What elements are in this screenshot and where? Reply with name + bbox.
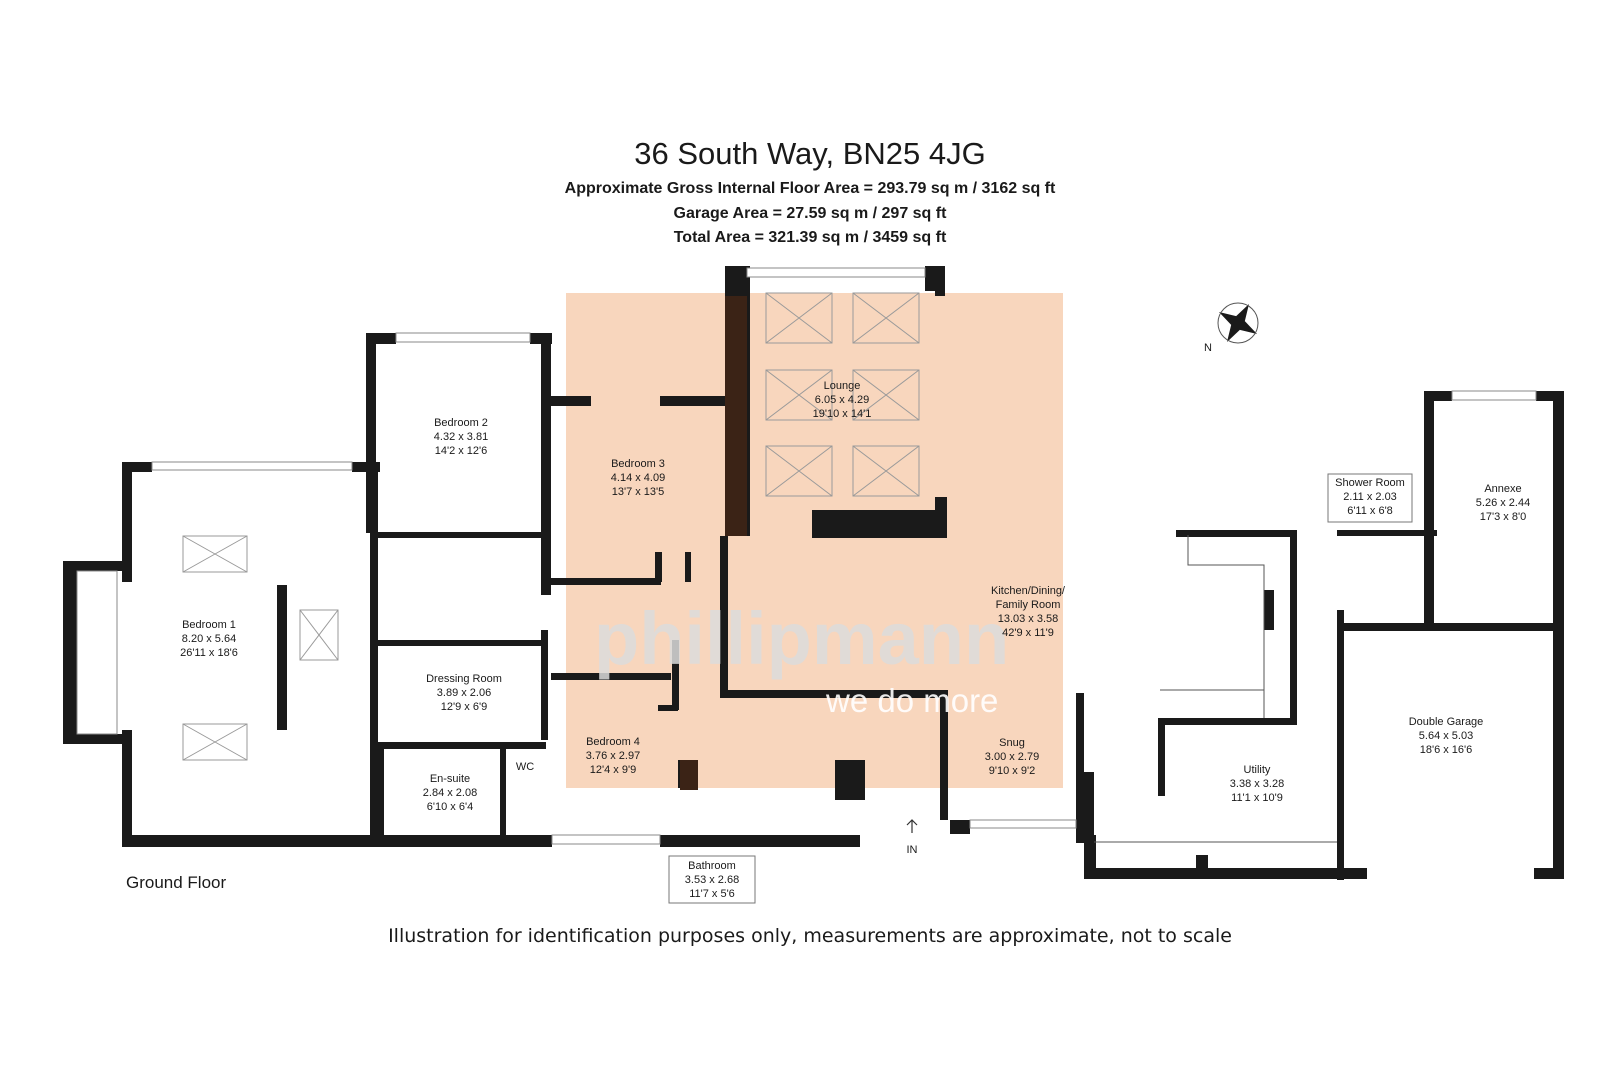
room-metric: 3.00 x 2.79 <box>985 751 1039 763</box>
room-bedroom-4: Bedroom 4 3.76 x 2.97 12'4 x 9'9 <box>586 736 640 776</box>
room-imperial: 17'3 x 8'0 <box>1480 511 1526 523</box>
room-dressing-room: Dressing Room 3.89 x 2.06 12'9 x 6'9 <box>426 673 502 713</box>
room-double-garage: Double Garage 5.64 x 5.03 18'6 x 16'6 <box>1409 716 1484 756</box>
entrance-label: IN <box>907 844 918 856</box>
room-name: Shower Room <box>1335 477 1405 489</box>
garage-area-text: Garage Area = 27.59 sq m / 297 sq ft <box>673 205 947 222</box>
room-bathroom: Bathroom 3.53 x 2.68 11'7 x 5'6 <box>685 860 739 900</box>
room-name: Bedroom 4 <box>586 736 640 748</box>
room-snug: Snug 3.00 x 2.79 9'10 x 9'2 <box>985 737 1039 777</box>
room-metric: 4.32 x 3.81 <box>434 431 488 443</box>
room-imperial: 13'7 x 13'5 <box>612 486 665 498</box>
room-bedroom-1: Bedroom 1 8.20 x 5.64 26'11 x 18'6 <box>180 619 238 659</box>
room-name: Bedroom 2 <box>434 417 488 429</box>
room-imperial: 11'7 x 5'6 <box>689 888 735 900</box>
highlight-region <box>566 293 1063 788</box>
room-imperial: 42'9 x 11'9 <box>1002 627 1054 639</box>
room-wc: WC <box>516 761 534 773</box>
room-lounge: Lounge 6.05 x 4.29 19'10 x 14'1 <box>813 380 872 420</box>
room-imperial: 6'11 x 6'8 <box>1347 505 1393 517</box>
room-name: Annexe <box>1484 483 1521 495</box>
room-imperial: 26'11 x 18'6 <box>180 647 238 659</box>
room-name: En-suite <box>430 773 470 785</box>
entrance-arrow-icon <box>906 819 918 833</box>
room-metric: 3.76 x 2.97 <box>586 750 640 762</box>
room-name: Double Garage <box>1409 716 1484 728</box>
room-shower-room: Shower Room 2.11 x 2.03 6'11 x 6'8 <box>1335 477 1405 517</box>
room-metric: 3.53 x 2.68 <box>685 874 739 886</box>
room-metric: 2.11 x 2.03 <box>1343 491 1397 503</box>
floor-label: Ground Floor <box>126 873 227 892</box>
room-metric: 13.03 x 3.58 <box>998 613 1059 625</box>
room-metric: 8.20 x 5.64 <box>182 633 236 645</box>
shower-label-box <box>1327 473 1413 523</box>
room-metric: 3.89 x 2.06 <box>437 687 491 699</box>
room-imperial: 14'2 x 12'6 <box>435 445 488 457</box>
north-label: N <box>1204 342 1212 354</box>
room-name: Lounge <box>824 380 861 392</box>
room-name: Bedroom 3 <box>611 458 665 470</box>
room-name: Bathroom <box>688 860 736 872</box>
room-imperial: 9'10 x 9'2 <box>989 765 1035 777</box>
room-imperial: 18'6 x 16'6 <box>1420 744 1473 756</box>
room-kitchen: Kitchen/Dining/ Family Room 13.03 x 3.58… <box>991 585 1066 639</box>
room-name-line1: Kitchen/Dining/ <box>991 585 1066 597</box>
room-imperial: 11'1 x 10'9 <box>1231 792 1283 804</box>
room-annexe: Annexe 5.26 x 2.44 17'3 x 8'0 <box>1476 483 1530 523</box>
room-metric: 2.84 x 2.08 <box>423 787 477 799</box>
room-imperial: 19'10 x 14'1 <box>813 408 872 420</box>
room-utility: Utility 3.38 x 3.28 11'1 x 10'9 <box>1230 764 1284 804</box>
room-name: Bedroom 1 <box>182 619 236 631</box>
windows <box>76 267 1537 845</box>
room-metric: 6.05 x 4.29 <box>815 394 869 406</box>
disclaimer-text: Illustration for identification purposes… <box>388 925 1232 947</box>
room-name: Utility <box>1244 764 1271 776</box>
thin-lines <box>1094 535 1337 843</box>
watermark-tagline: we do more <box>825 682 998 719</box>
gross-area-text: Approximate Gross Internal Floor Area = … <box>564 180 1056 197</box>
room-metric: 3.38 x 3.28 <box>1230 778 1284 790</box>
room-imperial: 6'10 x 6'4 <box>427 801 473 813</box>
bathroom-label-box <box>668 855 756 904</box>
room-bedroom-3: Bedroom 3 4.14 x 4.09 13'7 x 13'5 <box>611 458 665 498</box>
watermark-brand: phillipmann <box>594 597 1009 680</box>
room-name: WC <box>516 761 534 773</box>
room-name-line2: Family Room <box>996 599 1061 611</box>
room-en-suite: En-suite 2.84 x 2.08 6'10 x 6'4 <box>423 773 477 813</box>
room-metric: 4.14 x 4.09 <box>611 472 665 484</box>
room-name: Snug <box>999 737 1025 749</box>
room-name: Dressing Room <box>426 673 502 685</box>
room-imperial: 12'9 x 6'9 <box>441 701 487 713</box>
skylights <box>182 292 920 761</box>
page-title: 36 South Way, BN25 4JG <box>634 136 986 171</box>
total-area-text: Total Area = 321.39 sq m / 3459 sq ft <box>673 229 947 246</box>
chimney-fills <box>680 296 747 790</box>
room-metric: 5.64 x 5.03 <box>1419 730 1473 742</box>
room-bedroom-2: Bedroom 2 4.32 x 3.81 14'2 x 12'6 <box>434 417 488 457</box>
room-metric: 5.26 x 2.44 <box>1476 497 1530 509</box>
room-imperial: 12'4 x 9'9 <box>590 764 636 776</box>
north-compass-icon <box>1217 302 1259 344</box>
